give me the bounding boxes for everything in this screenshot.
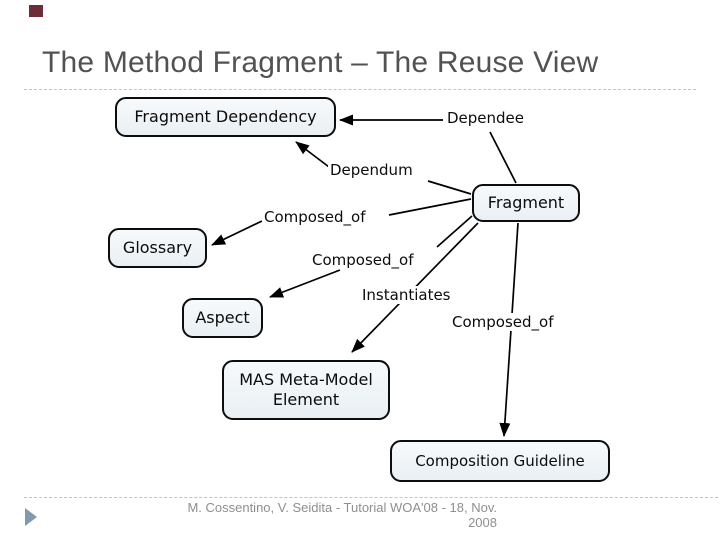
- node-glossary: Glossary: [108, 228, 207, 268]
- edge-fragment-to-dependum: [427, 180, 472, 195]
- node-label: Composition Guideline: [415, 451, 585, 470]
- node-label: Glossary: [122, 238, 193, 257]
- edge-fragment-to-composed-of-1: [388, 198, 472, 216]
- edge-composed-of-2-to-aspect: [269, 269, 341, 298]
- edge-label-dependee: Dependee: [445, 109, 527, 127]
- edge-label-instantiates: Instantiates: [360, 286, 453, 304]
- edge-label-dependum: Dependum: [328, 161, 415, 179]
- title-separator: [24, 89, 696, 90]
- node-label: Aspect: [195, 308, 250, 327]
- node-fragment: Fragment: [472, 184, 580, 222]
- edge-label-composed-of-2: Composed_of: [310, 251, 416, 269]
- node-label: Fragment Dependency: [134, 107, 317, 126]
- node-aspect: Aspect: [182, 298, 263, 338]
- footer-separator: [24, 497, 718, 498]
- node-label: Fragment: [487, 193, 565, 212]
- footer-line-1: M. Cossentino, V. Seidita - Tutorial WOA…: [187, 500, 497, 515]
- footer-text: M. Cossentino, V. Seidita - Tutorial WOA…: [157, 500, 497, 530]
- node-fragment-dependency: Fragment Dependency: [115, 97, 336, 137]
- footer-bullet-triangle-icon: [25, 508, 37, 526]
- edge-fragment-to-composed-of-2: [436, 215, 473, 248]
- edge-label-composed-of-3: Composed_of: [450, 313, 556, 331]
- node-mas-meta-model-element: MAS Meta-Model Element: [222, 360, 390, 420]
- edge-composed-of-1-to-glossary: [211, 220, 263, 246]
- page-title: The Method Fragment – The Reuse View: [42, 46, 599, 79]
- edge-label-composed-of-1: Composed_of: [262, 208, 368, 226]
- edge-fragment-to-dependee: [489, 131, 517, 184]
- node-label: MAS Meta-Model Element: [239, 370, 373, 409]
- corner-accent-mark: [29, 5, 43, 17]
- node-composition-guideline: Composition Guideline: [390, 440, 610, 482]
- footer-line-2: 2008: [468, 515, 497, 530]
